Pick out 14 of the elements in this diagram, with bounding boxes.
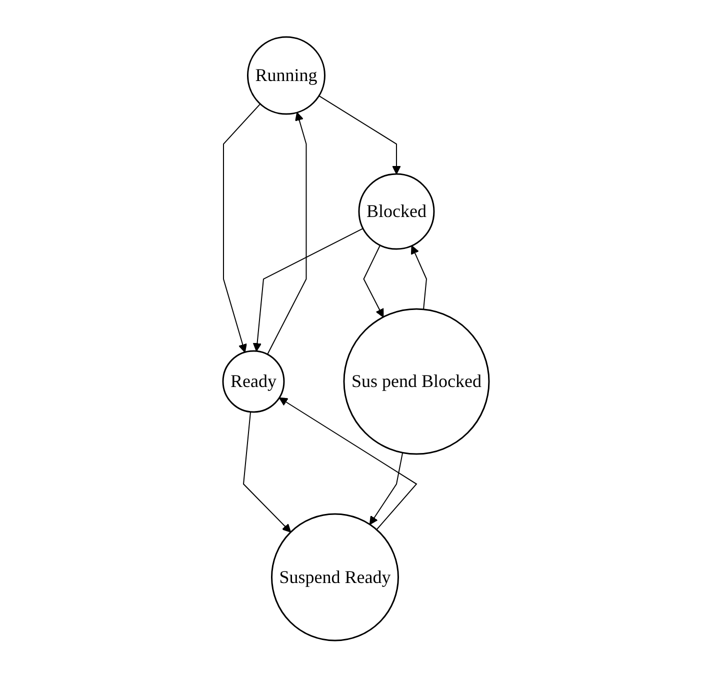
arrow bbox=[278, 397, 418, 530]
arrow bbox=[266, 112, 307, 355]
node-circle: Running bbox=[246, 36, 326, 114]
node-circle: Suspend Ready bbox=[271, 513, 399, 641]
arrow bbox=[318, 95, 401, 174]
node-circle: Ready bbox=[222, 350, 285, 412]
node-circle: Blocked bbox=[358, 173, 435, 250]
arrow bbox=[410, 245, 427, 310]
arrow bbox=[242, 411, 292, 532]
arrow bbox=[369, 452, 404, 525]
node-circle: Sus pend Blocked bbox=[343, 308, 490, 454]
arrow bbox=[363, 244, 384, 318]
arrow bbox=[252, 228, 364, 352]
arrow bbox=[223, 103, 261, 352]
